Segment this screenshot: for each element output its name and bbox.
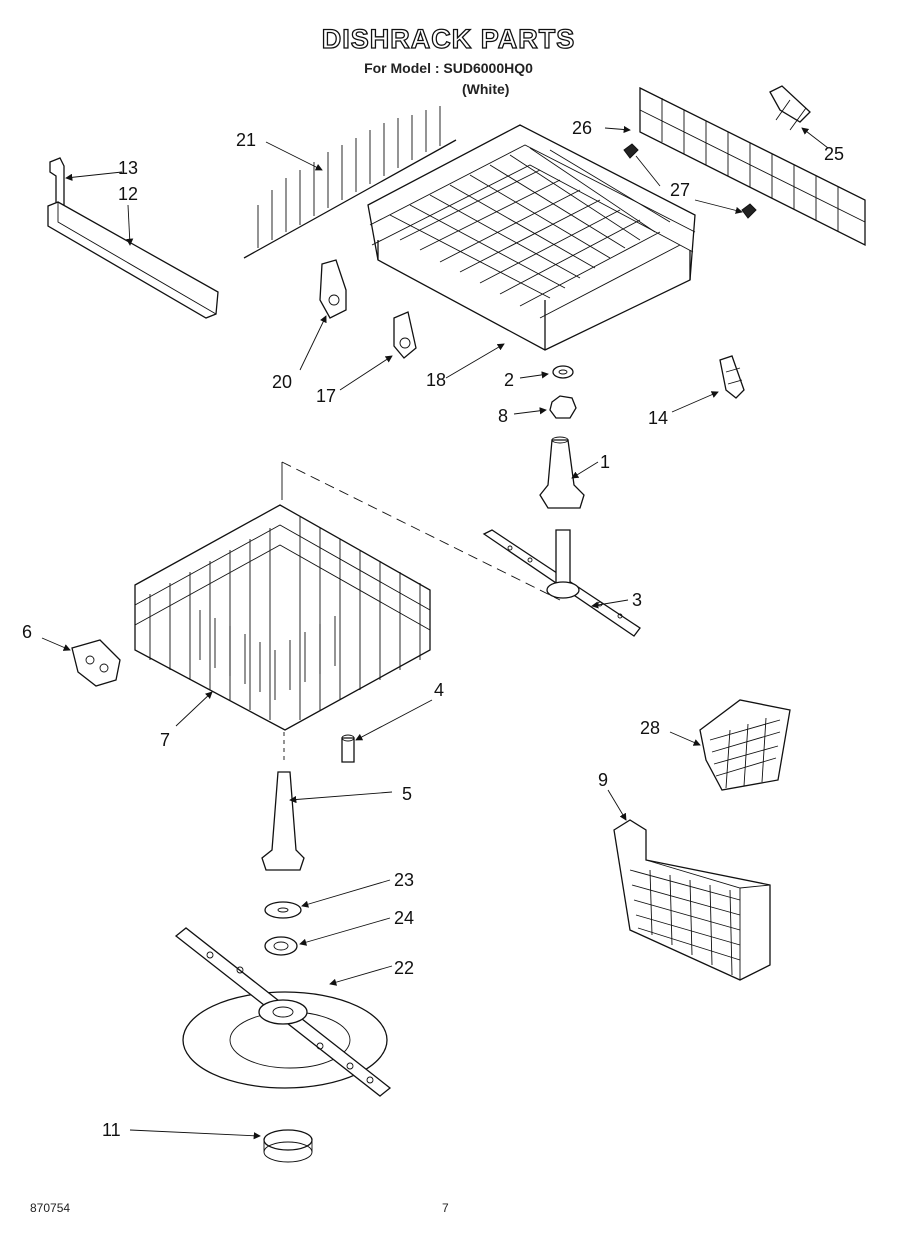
callout-20: 20 (272, 372, 292, 392)
part-13-clip (49, 157, 65, 209)
part-28-small-basket (699, 699, 791, 791)
callout-18: 18 (426, 370, 446, 390)
part-25-clip (769, 85, 811, 131)
part-9-silverware-basket (613, 819, 771, 981)
leader-lines (41, 125, 829, 1140)
part-2-washer (552, 365, 574, 379)
document-number: 870754 (30, 1201, 71, 1215)
part-3-upper-spray-arm (482, 529, 641, 637)
model-line: For Model : SUD6000HQ0 (364, 60, 533, 76)
part-1-feed-tube (539, 436, 585, 509)
part-24-ring (264, 936, 298, 956)
part-8-nut (549, 395, 577, 419)
callout-17: 17 (316, 386, 336, 406)
callout-13: 13 (118, 158, 138, 178)
part-21-tine-row (243, 106, 457, 259)
part-27-stop (623, 143, 757, 219)
callout-25: 25 (824, 144, 844, 164)
part-6-roller (71, 639, 121, 687)
part-4-cap (341, 734, 355, 763)
callout-3: 3 (632, 590, 642, 610)
part-26-track (639, 86, 866, 247)
callout-27: 27 (670, 180, 690, 200)
part-23-washer (264, 901, 302, 919)
callout-5: 5 (402, 784, 412, 804)
part-20-adjuster (319, 259, 347, 319)
callout-4: 4 (434, 680, 444, 700)
color-line: (White) (462, 81, 510, 97)
part-12-rail (47, 201, 219, 319)
callout-21: 21 (236, 130, 256, 150)
part-18-upper-rack (367, 124, 696, 351)
callout-14: 14 (648, 408, 668, 428)
callout-6: 6 (22, 622, 32, 642)
callout-1: 1 (600, 452, 610, 472)
page-title: DISHRACK PARTS (321, 23, 576, 54)
callout-2: 2 (504, 370, 514, 390)
part-5-spray-tower (261, 771, 305, 871)
callout-8: 8 (498, 406, 508, 426)
part-17-bracket (393, 311, 417, 359)
part-11-filter-ring (263, 1129, 313, 1163)
callout-23: 23 (394, 870, 414, 890)
callout-12: 12 (118, 184, 138, 204)
callout-28: 28 (640, 718, 660, 738)
part-22-lower-spray-arm (174, 927, 392, 1097)
callout-22: 22 (394, 958, 414, 978)
callout-11: 11 (102, 1120, 121, 1140)
callout-24: 24 (394, 908, 414, 928)
callout-7: 7 (160, 730, 170, 750)
callout-26: 26 (572, 118, 592, 138)
part-14-hook (719, 355, 745, 399)
callout-9: 9 (598, 770, 608, 790)
page-number: 7 (442, 1201, 449, 1215)
part-7-lower-rack (134, 504, 431, 731)
